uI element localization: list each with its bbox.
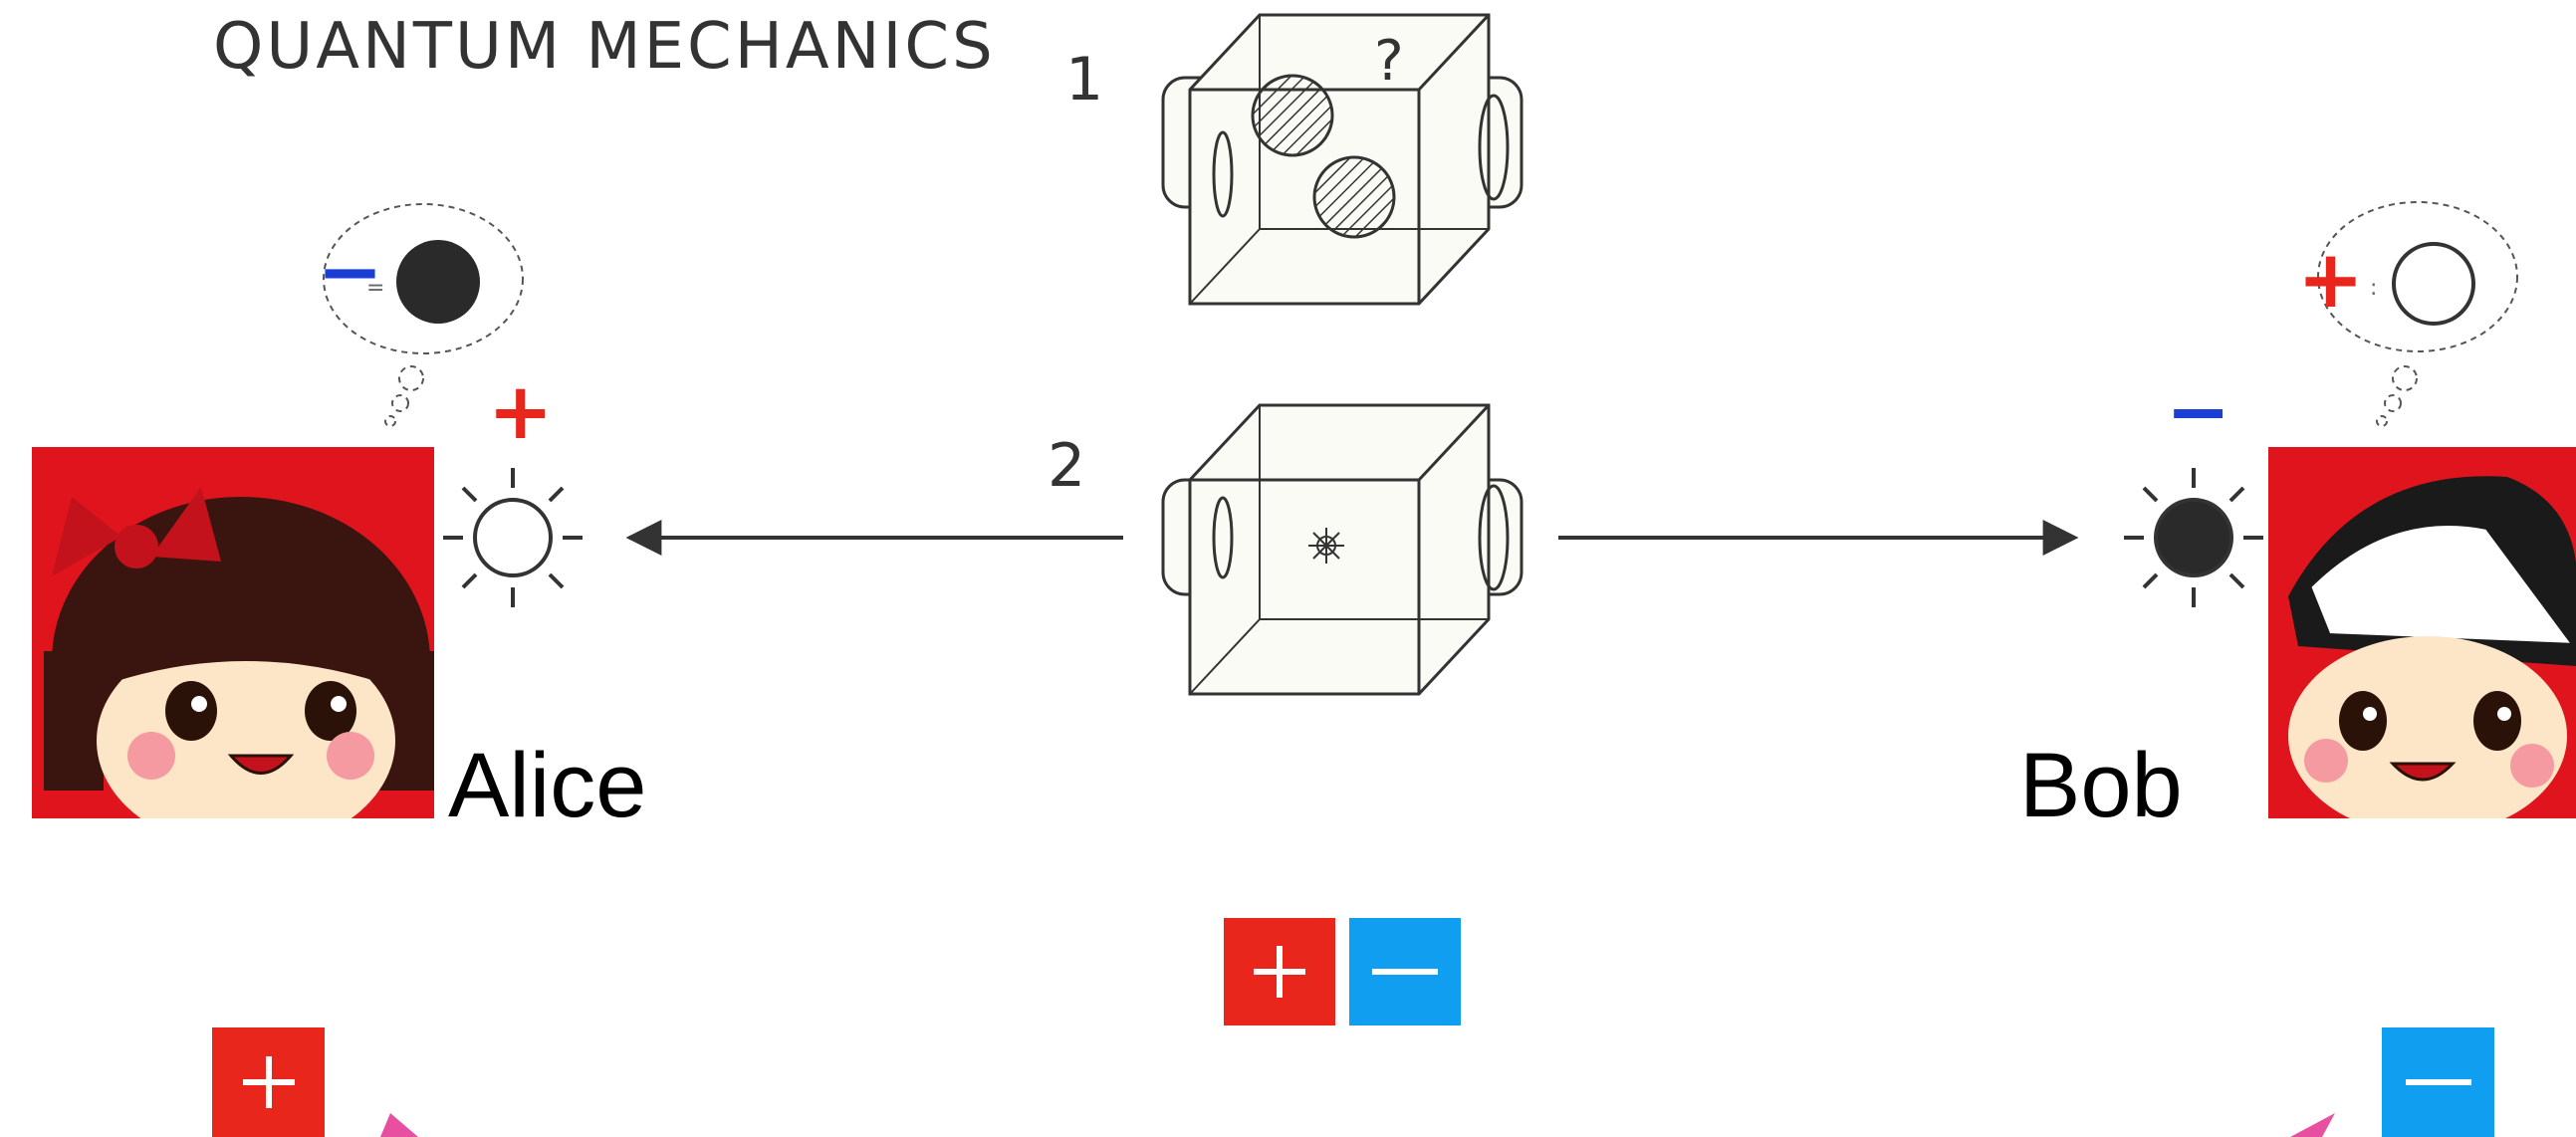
- alice-thought-ball-icon: [396, 240, 480, 324]
- alice-name: Alice: [448, 735, 647, 836]
- alice-particle-icon: [443, 468, 583, 607]
- box-1-question: ?: [1374, 29, 1404, 94]
- hatched-ball-1-icon: [1251, 74, 1334, 157]
- bob-thought-sign: +: [2297, 233, 2364, 326]
- alice-observed-sign: +: [488, 367, 553, 457]
- page-title: QUANTUM MECHANICS: [213, 10, 996, 84]
- alice-result-plus-button[interactable]: [212, 1027, 325, 1137]
- scene-1-label: 1: [1065, 45, 1103, 114]
- bob-thought-ball-icon: [2392, 242, 2475, 326]
- plus-icon: [1254, 946, 1305, 998]
- burst-icon: [1308, 528, 1344, 564]
- bob-observed-sign: −: [2166, 367, 2230, 457]
- alice-thought-sign: −: [317, 225, 383, 318]
- minus-icon: [1372, 969, 1438, 975]
- bob-thought-eq: :: [2370, 276, 2377, 301]
- alice-pointer-icon: [380, 1113, 418, 1137]
- bob-result-minus-button[interactable]: [2382, 1027, 2494, 1137]
- hatched-ball-2-icon: [1312, 155, 1396, 239]
- minus-icon: [2405, 1079, 2471, 1085]
- alice-thought-eq: =: [366, 276, 384, 301]
- bob-name: Bob: [2019, 735, 2183, 836]
- alice-face-icon: [44, 487, 434, 818]
- plus-icon: [242, 1056, 295, 1108]
- plus-button[interactable]: [1224, 918, 1335, 1025]
- bob-pointer-icon: [2290, 1113, 2335, 1137]
- bob-face-icon: [2288, 476, 2576, 818]
- alice-avatar: [32, 447, 434, 818]
- box-2: [1161, 403, 1523, 696]
- box-1: ?: [1161, 13, 1523, 306]
- minus-button[interactable]: [1349, 918, 1461, 1025]
- scene-2-label: 2: [1048, 431, 1085, 501]
- bob-particle-icon: [2124, 468, 2263, 607]
- bob-avatar: [2268, 447, 2576, 818]
